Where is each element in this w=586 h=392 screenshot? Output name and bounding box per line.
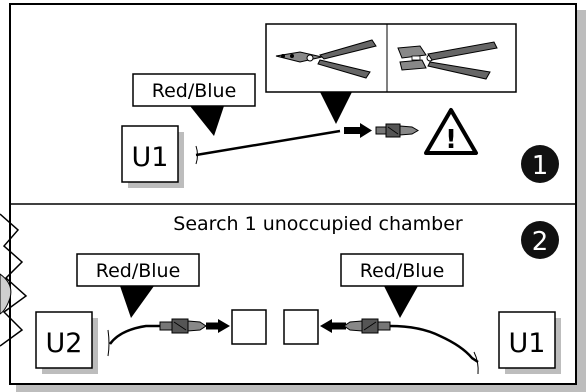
chamber-left	[231, 309, 267, 345]
step2-left-wire	[108, 324, 162, 345]
warning-symbol: !	[445, 125, 457, 155]
warning-triangle-icon: !	[424, 108, 478, 155]
step2-left-wire-label-callout: Red/Blue	[76, 253, 200, 318]
callout-pointer	[320, 92, 352, 124]
arrow-right-icon-2	[206, 319, 230, 333]
chamber-right	[283, 309, 319, 345]
step1-connector-u1: U1	[121, 125, 184, 188]
step1-wire-label: Red/Blue	[152, 80, 237, 102]
right-wire-end	[473, 351, 479, 375]
step2-connector-u1: U1	[498, 311, 561, 374]
step2-left-connector-label: U2	[46, 328, 83, 359]
zoom-bubble-fragment	[0, 213, 28, 347]
crimp-tool-closed-icon	[275, 39, 377, 79]
step2-number: 2	[532, 227, 549, 257]
step-2: Search 1 unoccupied chamber 2 Red/Blue R…	[0, 213, 561, 375]
left-wire-end	[107, 329, 110, 357]
step2-instruction: Search 1 unoccupied chamber	[173, 213, 463, 235]
step-1: Red/Blue U1 ! 1	[121, 23, 559, 188]
step-number-badge-1: 1	[521, 145, 559, 183]
step-number-badge-2: 2	[521, 221, 559, 259]
step1-connector-label: U1	[132, 142, 169, 173]
left-terminal-pin-icon	[159, 318, 207, 334]
step2-right-connector-label: U1	[509, 328, 546, 359]
step2-connector-u2: U2	[35, 311, 98, 374]
arrow-right-icon	[344, 123, 372, 138]
step2-left-wire-label: Red/Blue	[96, 260, 181, 282]
step1-wire-label-callout: Red/Blue	[132, 73, 256, 136]
crimp-tool-open-icon	[397, 41, 498, 80]
crimp-tools-panel	[265, 23, 517, 124]
step1-wire	[195, 129, 341, 157]
terminal-pin-icon	[375, 123, 419, 138]
step2-right-wire-label: Red/Blue	[360, 260, 445, 282]
step2-right-wire	[389, 324, 479, 364]
step2-right-wire-label-callout: Red/Blue	[340, 253, 464, 318]
step1-number: 1	[532, 151, 549, 181]
arrow-left-icon	[320, 319, 346, 333]
